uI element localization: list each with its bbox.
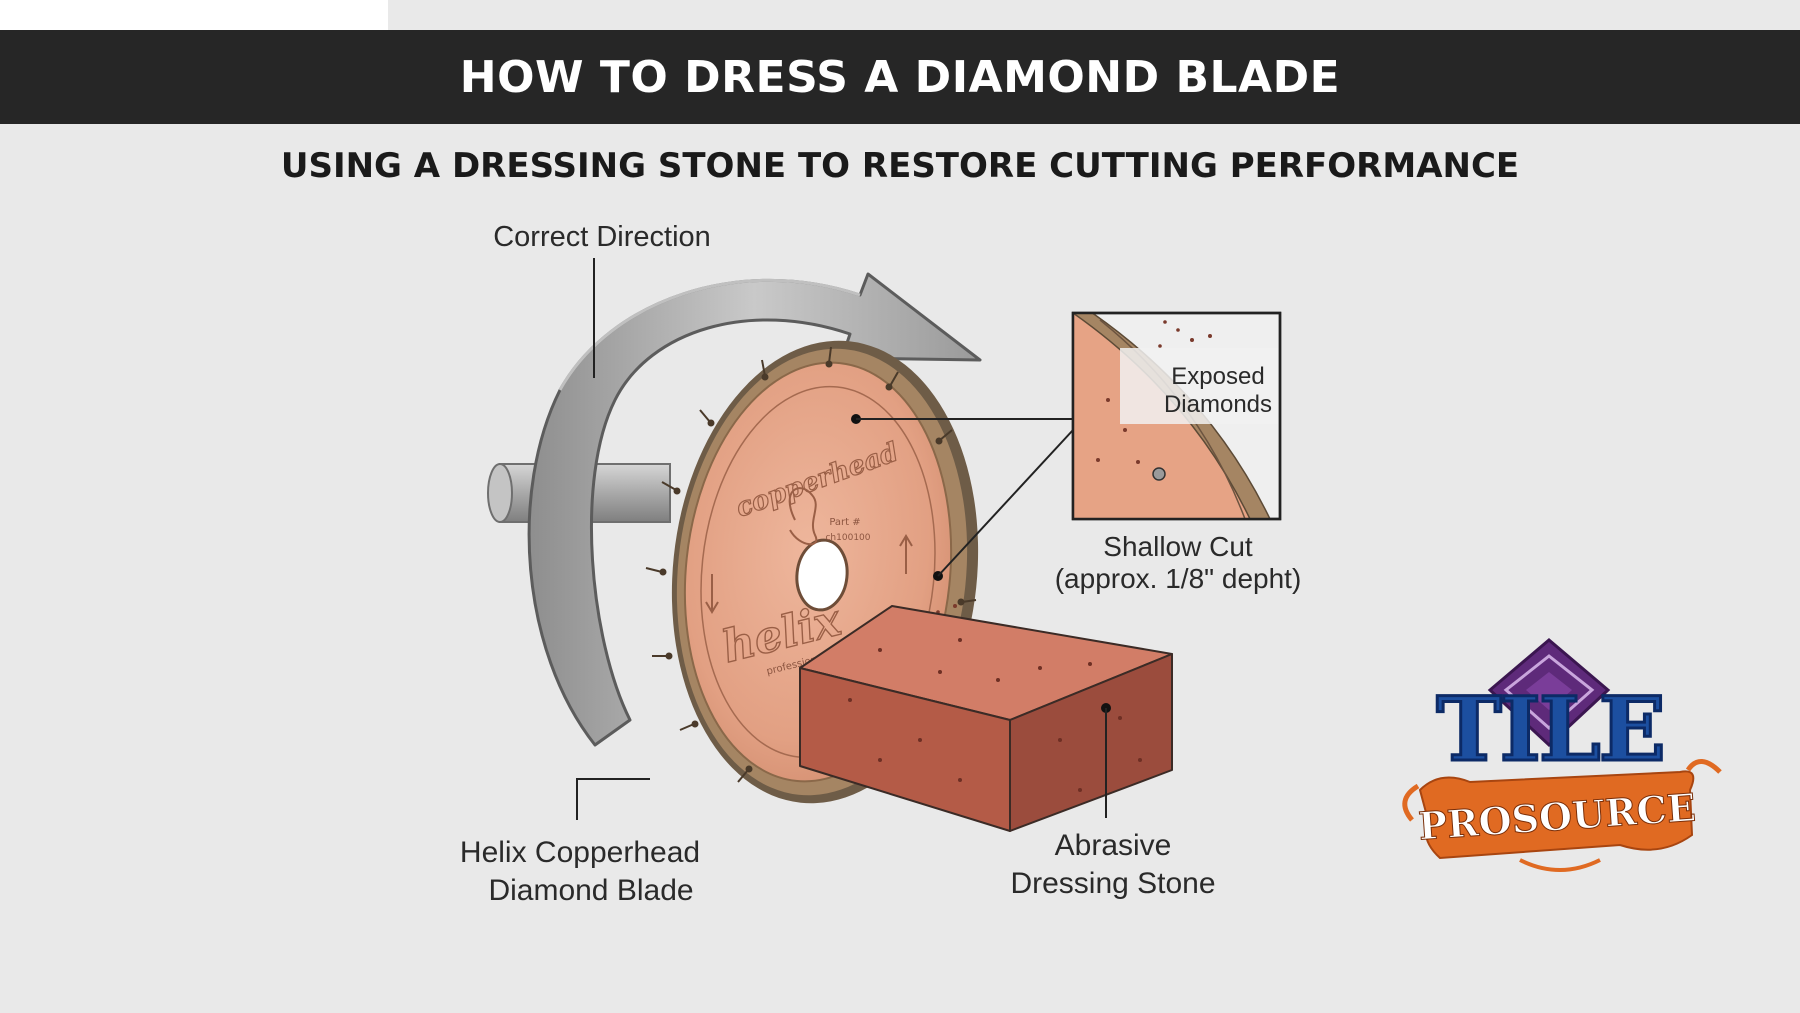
label-correct-direction: Correct Direction	[493, 221, 711, 253]
exposed-diamonds-inset	[1071, 311, 1282, 521]
top-white-strip	[0, 0, 388, 30]
leader-lines	[576, 258, 1107, 820]
dressing-stone	[799, 605, 1173, 832]
label-blade-line2: Diamond Blade	[488, 874, 693, 907]
segment-slots	[645, 346, 977, 783]
snake-emblem	[788, 487, 818, 546]
title-bar: HOW TO DRESS A DIAMOND BLADE	[0, 30, 1800, 124]
label-shallow-cut-line2: (approx. 1/8" depht)	[1055, 563, 1302, 594]
label-stone-line1: Abrasive	[1055, 829, 1172, 862]
logo-tile-text: TILE	[1436, 677, 1664, 781]
page-subtitle: USING A DRESSING STONE TO RESTORE CUTTIN…	[280, 146, 1520, 186]
blade-part-number: ch100100	[825, 533, 870, 543]
label-exposed-line1: Exposed	[1171, 363, 1264, 390]
label-exposed-line2: Diamonds	[1164, 391, 1272, 418]
blade-part-label: Part #	[829, 517, 860, 528]
tile-prosource-logo: TILE PROSOURCE	[1402, 638, 1722, 872]
label-shallow-cut-line1: Shallow Cut	[1103, 531, 1253, 562]
label-blade-line1: Helix Copperhead	[460, 836, 700, 869]
page-title: HOW TO DRESS A DIAMOND BLADE	[459, 51, 1341, 103]
label-stone-line2: Dressing Stone	[1010, 867, 1215, 900]
rotation-arrow	[527, 272, 982, 747]
